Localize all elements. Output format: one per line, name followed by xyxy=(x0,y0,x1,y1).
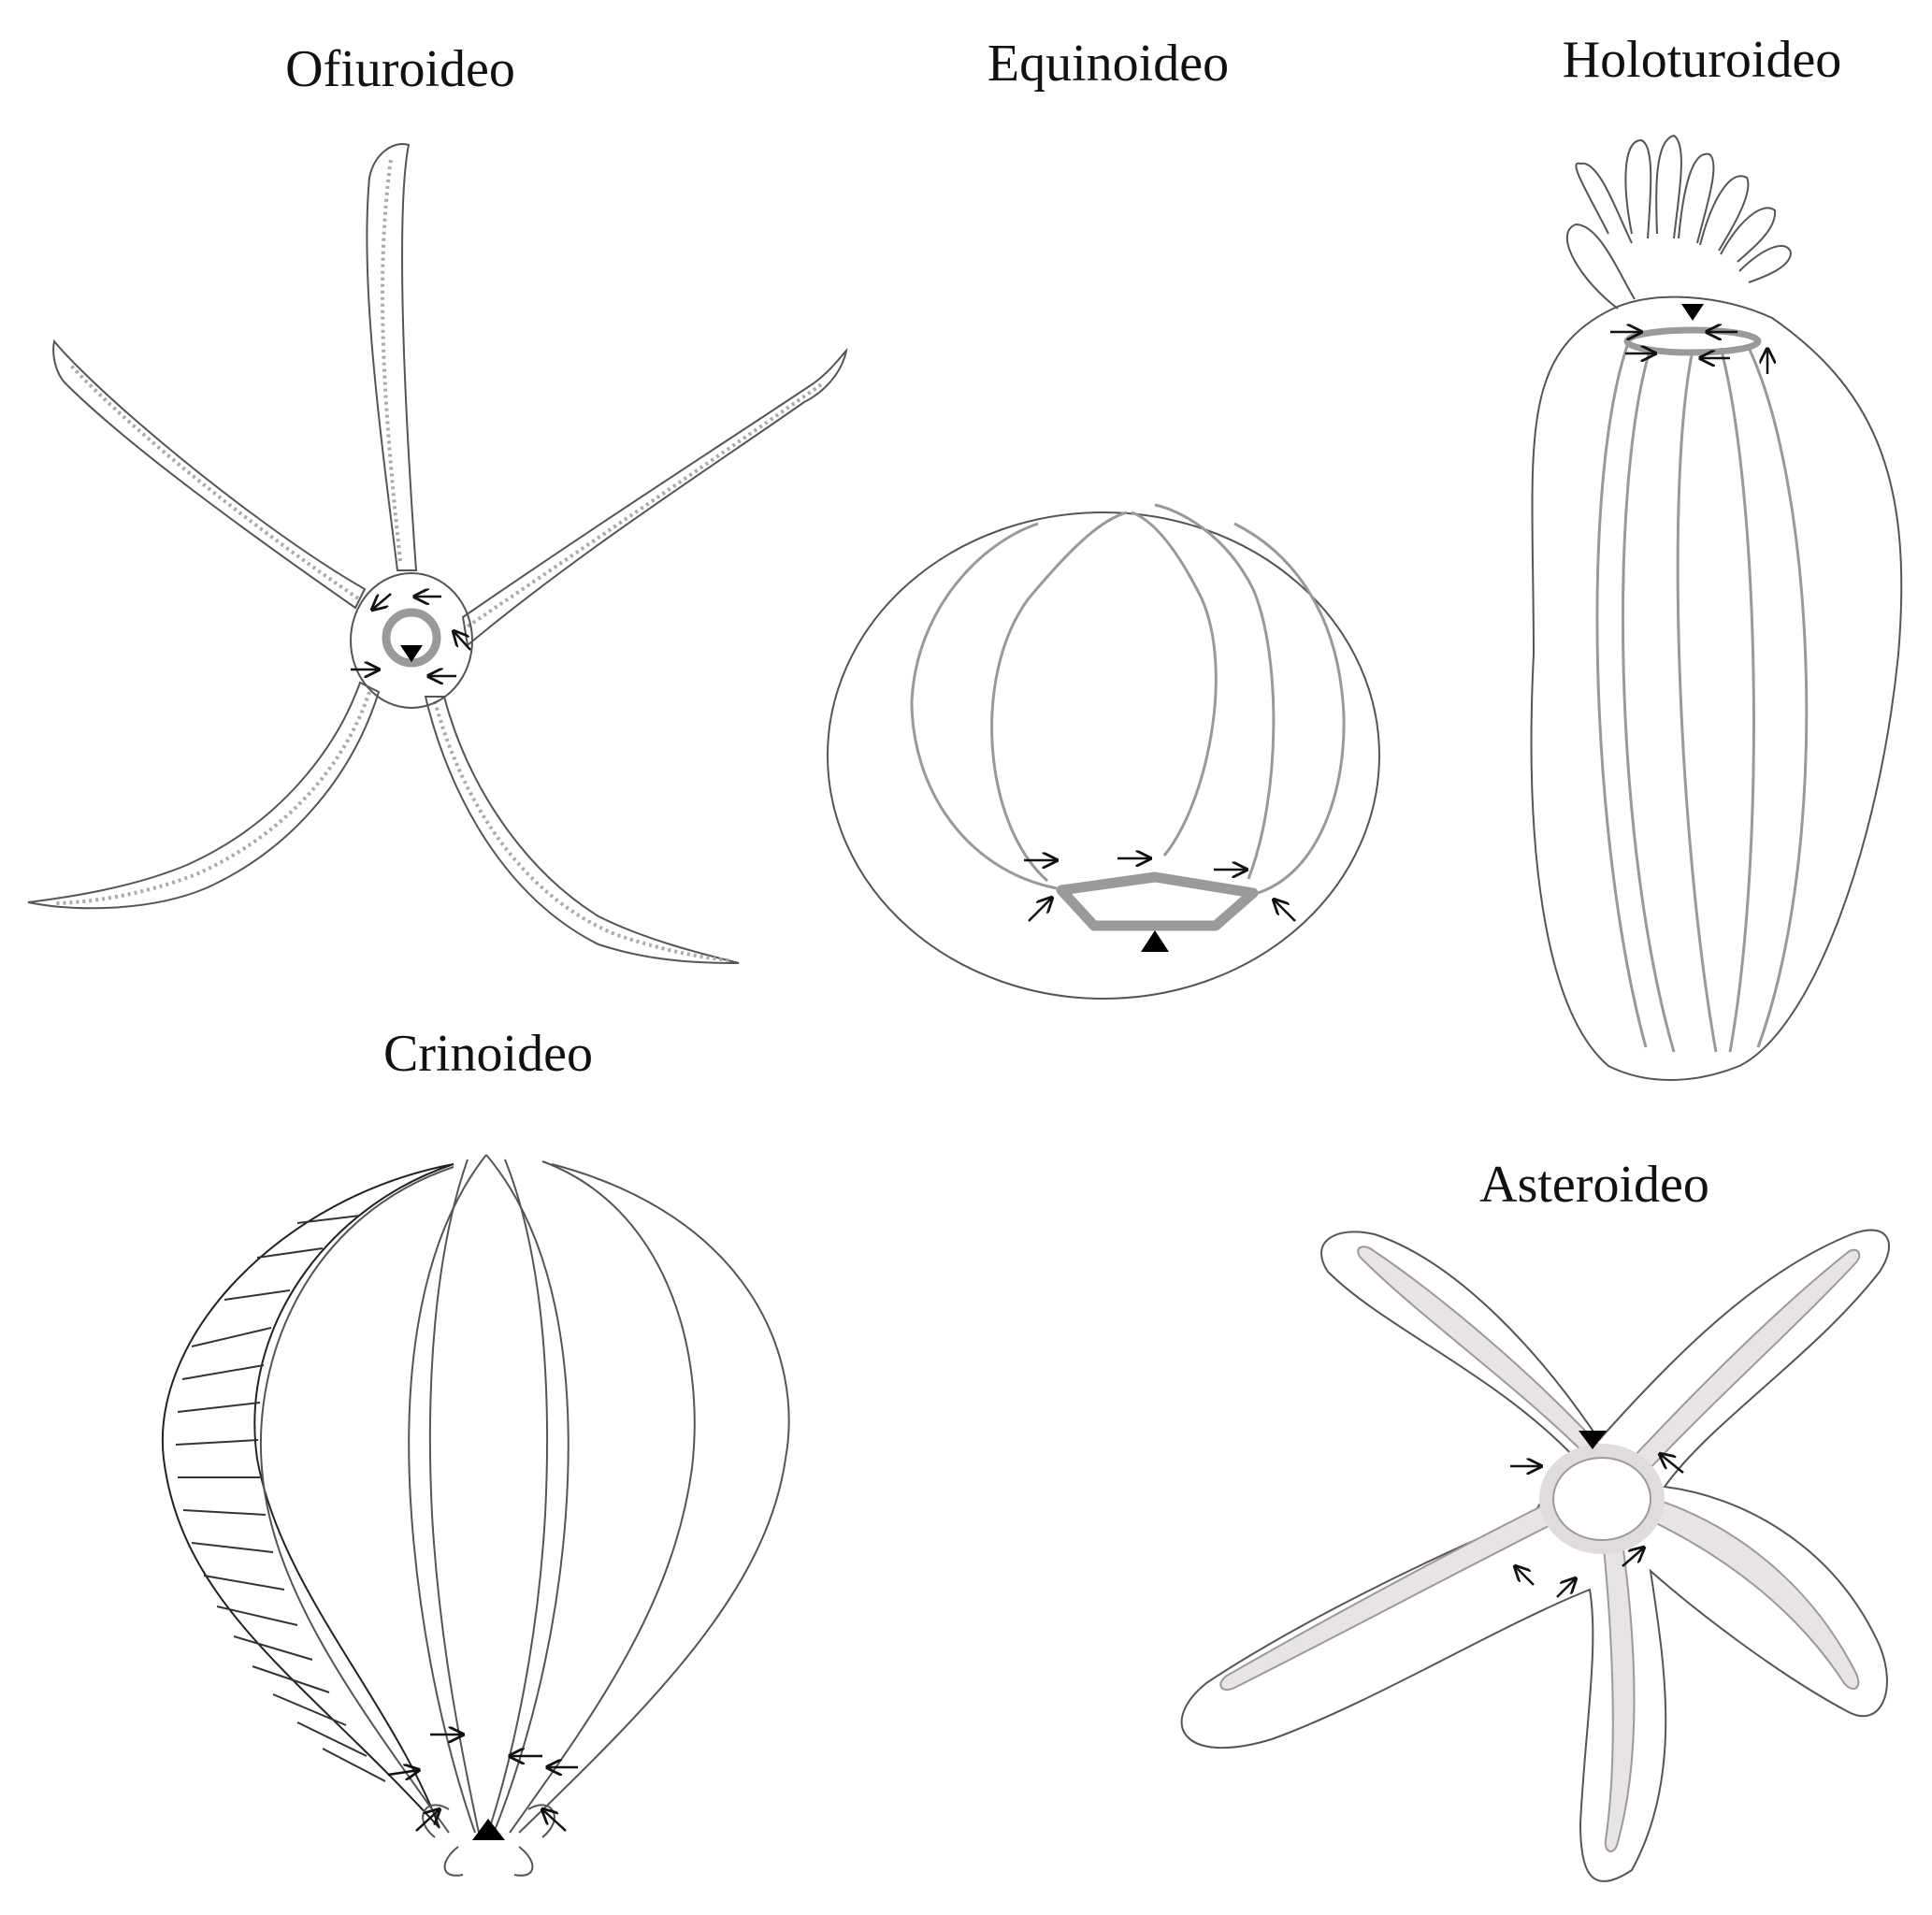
label-crinoid: Crinoideo xyxy=(383,1025,593,1083)
echinoid-figure xyxy=(827,503,1380,1000)
crinoid-figure xyxy=(161,1154,790,1877)
label-echinoid: Equinoideo xyxy=(988,35,1229,93)
ophiuroid-madreporite-marker xyxy=(400,645,423,662)
crinoid-cirri xyxy=(422,1804,555,1877)
label-holothuroid: Holoturoideo xyxy=(1563,31,1842,89)
holothuroid-ring-canal xyxy=(1623,326,1762,356)
asteroid-body xyxy=(1180,1229,1890,1882)
ophiuroid-arm-right xyxy=(461,347,848,647)
crinoid-madreporite-marker xyxy=(472,1819,505,1840)
asteroid-madreporite-marker xyxy=(1579,1431,1607,1449)
ophiuroid-disc xyxy=(350,572,473,709)
echinoid-ring-canal xyxy=(1056,871,1259,931)
asteroid-ring-canal xyxy=(1539,1444,1665,1554)
holothuroid-figure xyxy=(1530,134,1903,1081)
ophiuroid-figure xyxy=(27,143,848,964)
label-asteroid: Asteroideo xyxy=(1479,1156,1709,1214)
ophiuroid-arm-left xyxy=(52,338,367,610)
holothuroid-body xyxy=(1530,295,1903,1081)
ophiuroid-arm-top xyxy=(366,143,418,571)
echinoid-test xyxy=(827,511,1380,1000)
ophiuroid-arm-lower-left xyxy=(27,681,381,910)
label-ophiuroid: Ofiuroideo xyxy=(285,40,515,98)
asteroid-figure xyxy=(1180,1229,1890,1882)
ophiuroid-arm-lower-right xyxy=(424,696,740,964)
echinoid-madreporite-marker xyxy=(1141,930,1169,952)
ophiuroid-ring-canal xyxy=(382,608,441,668)
holothuroid-madreporite-marker xyxy=(1681,304,1704,321)
